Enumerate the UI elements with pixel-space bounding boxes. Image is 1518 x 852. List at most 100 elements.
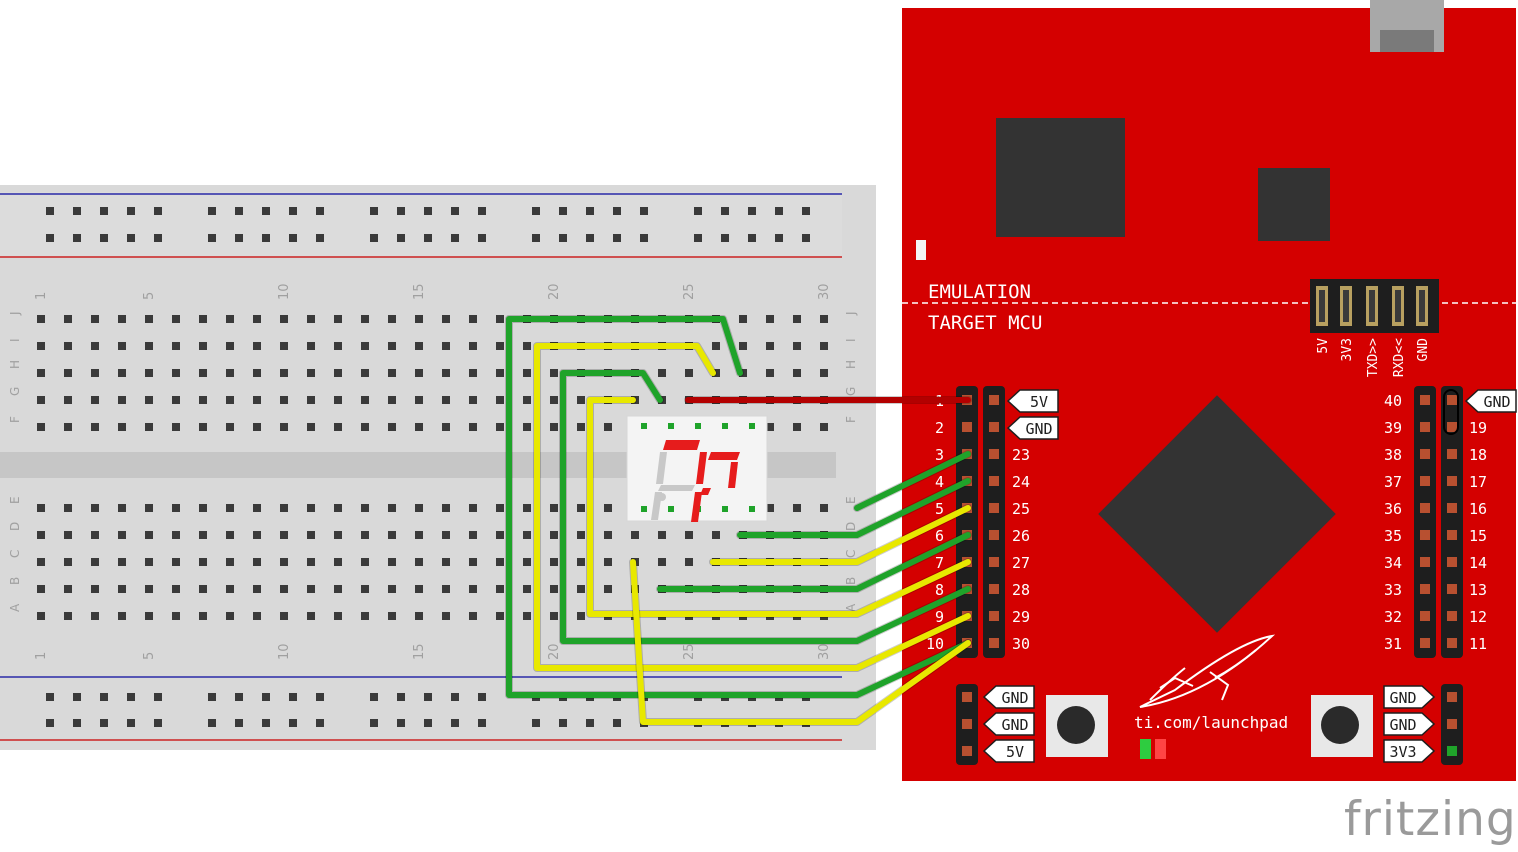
left-pin-number: 7 <box>935 554 944 572</box>
rail-hole <box>289 693 297 701</box>
hole <box>442 423 450 431</box>
rail-hole <box>802 234 810 242</box>
right-pin-number: 34 <box>1384 554 1402 572</box>
header-pin <box>962 746 972 756</box>
hole <box>280 423 288 431</box>
header-strip <box>1414 386 1436 658</box>
hole <box>37 342 45 350</box>
header-pin <box>962 692 972 702</box>
hole <box>361 423 369 431</box>
hole <box>91 423 99 431</box>
left-pin-number: 3 <box>935 446 944 464</box>
header-pin <box>1447 638 1457 648</box>
hole <box>307 396 315 404</box>
small-chip <box>1258 168 1330 241</box>
rail-hole <box>46 693 54 701</box>
url-label: ti.com/launchpad <box>1134 713 1288 732</box>
left-pin-number: 4 <box>935 473 944 491</box>
header-pin <box>1420 611 1430 621</box>
hole <box>496 423 504 431</box>
row-letter: A <box>844 603 858 612</box>
rail-hole <box>532 719 540 727</box>
row-letter: H <box>844 360 858 369</box>
column-number: 30 <box>817 283 832 300</box>
hole <box>91 504 99 512</box>
wire-yellow <box>710 505 971 565</box>
tag-bottom-left-shape <box>982 739 1035 763</box>
wire-green <box>737 478 971 538</box>
rail-hole <box>721 234 729 242</box>
rail-hole <box>154 693 162 701</box>
row-letter: J <box>8 311 22 316</box>
jumper-core <box>1343 290 1349 322</box>
hole <box>388 612 396 620</box>
hole <box>604 504 612 512</box>
hole <box>820 342 828 350</box>
hole <box>334 342 342 350</box>
row-letter: G <box>8 387 22 396</box>
hole <box>550 612 558 620</box>
rail-hole <box>316 719 324 727</box>
header-pin <box>1420 584 1430 594</box>
hole <box>388 423 396 431</box>
rail-hole <box>316 234 324 242</box>
hole <box>415 315 423 323</box>
rail-hole <box>100 207 108 215</box>
header-pin <box>1447 692 1457 702</box>
hole <box>226 369 234 377</box>
hole <box>226 504 234 512</box>
rail-hole <box>397 234 405 242</box>
hole <box>550 423 558 431</box>
hole <box>766 423 774 431</box>
hole <box>64 558 72 566</box>
hole <box>199 504 207 512</box>
jumper-label: RXD<< <box>1392 338 1407 377</box>
header-pin <box>1447 476 1457 486</box>
rail-hole <box>478 234 486 242</box>
hole <box>280 558 288 566</box>
hole <box>604 531 612 539</box>
hole <box>253 585 261 593</box>
hole <box>64 423 72 431</box>
hole <box>145 504 153 512</box>
rail-hole <box>586 234 594 242</box>
hole <box>64 342 72 350</box>
hole <box>577 612 585 620</box>
jumper-label: TXD>> <box>1366 338 1381 377</box>
display-pin <box>668 423 674 429</box>
header-pin <box>989 611 999 621</box>
hole <box>388 558 396 566</box>
hole <box>469 558 477 566</box>
right-pin-number: 38 <box>1384 446 1402 464</box>
hole <box>226 342 234 350</box>
hole <box>523 423 531 431</box>
rail-hole <box>370 207 378 215</box>
hole <box>469 612 477 620</box>
hole <box>91 396 99 404</box>
hole <box>496 558 504 566</box>
hole <box>361 396 369 404</box>
hole <box>415 342 423 350</box>
emulation-label: EMULATION <box>928 281 1031 303</box>
hole <box>253 504 261 512</box>
display-segment <box>696 452 707 484</box>
hole <box>415 396 423 404</box>
tag-bottom-left: 5V <box>1006 743 1024 761</box>
rail-hole <box>694 207 702 215</box>
hole <box>334 585 342 593</box>
hole <box>496 531 504 539</box>
left-pin-number: 9 <box>935 608 944 626</box>
hole <box>64 315 72 323</box>
display-pin <box>749 423 755 429</box>
fritzing-logo: fritzing <box>1344 792 1517 847</box>
rail-hole <box>640 234 648 242</box>
hole <box>469 423 477 431</box>
header-pin <box>989 557 999 567</box>
header-pin <box>1447 449 1457 459</box>
rail-hole <box>127 719 135 727</box>
row-letter: C <box>844 550 858 558</box>
hole <box>469 342 477 350</box>
hole <box>577 504 585 512</box>
led-indicator <box>916 240 926 260</box>
